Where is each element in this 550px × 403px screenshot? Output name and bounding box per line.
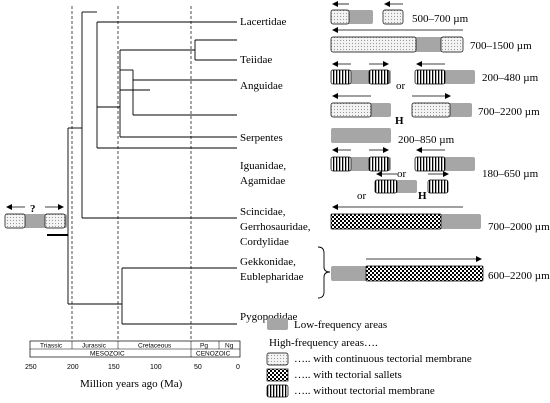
legend-continuous: ….. with continuous tectorial membrane (294, 353, 472, 365)
time-gridlines (71, 6, 192, 340)
or-connector: or (396, 80, 406, 92)
tick-50: 50 (194, 364, 202, 371)
period-pg: Pg (200, 343, 208, 350)
tick-100: 100 (150, 364, 162, 371)
papilla-gekkonidae: 600–2200 µm (317, 246, 550, 299)
papilla-teiidae: 700–1500 µm (330, 27, 532, 53)
size-serpentes: 200–850 µm (398, 134, 455, 146)
period-ng: Ng (225, 343, 234, 350)
era-cenozoic: CENOZOIC (196, 351, 231, 358)
legend-swatch-sallets (266, 368, 289, 382)
taxon-scincidae: Scincidae, (240, 206, 286, 218)
taxon-gekkonidae: Gekkonidae, (240, 256, 296, 268)
taxon-gerrhosauridae: Gerrhosauridae, (240, 221, 311, 233)
taxon-eublepharidae: Eublepharidae (240, 271, 304, 283)
period-triassic: Triassic (40, 343, 63, 350)
papilla-lacertidae: 500–700 µm (330, 1, 469, 25)
taxon-agamidae: Agamidae (240, 175, 285, 187)
or-connector: or (397, 168, 407, 180)
size-anguidae-b: 700–2200 µm (478, 106, 540, 118)
legend: Low-frequency areas High-frequency areas… (266, 318, 472, 398)
geologic-timescale: Triassic Jurassic Cretaceous Pg Ng MESOZ… (25, 340, 241, 390)
legend-swatch-continuous (266, 352, 289, 366)
phylogenetic-tree (47, 11, 237, 325)
legend-sallets: ….. with tectorial sallets (294, 369, 402, 381)
h-icon: H (418, 190, 427, 202)
h-icon: H (395, 115, 404, 127)
ancestral-papilla: ? (4, 203, 67, 229)
size-teiidae: 700–1500 µm (470, 40, 532, 52)
legend-swatch-low (267, 318, 288, 330)
tick-0: 0 (236, 364, 240, 371)
legend-high-title: High-frequency areas…. (269, 337, 378, 349)
papilla-serpentes: 200–850 µm (331, 128, 455, 146)
papilla-iguanidae: or or H 180–650 µm (330, 147, 539, 202)
taxon-lacertidae: Lacertidae (240, 16, 287, 28)
papilla-anguidae: or 200–480 µm H 700–2200 µm (330, 61, 540, 127)
size-scincidae: 700–2000 µm (488, 221, 550, 233)
era-mesozoic: MESOZOIC (90, 351, 125, 358)
size-iguanidae: 180–650 µm (482, 168, 539, 180)
tick-150: 150 (108, 364, 120, 371)
brace-icon (317, 246, 331, 299)
taxon-serpentes: Serpentes (240, 132, 283, 144)
tick-250: 250 (25, 364, 37, 371)
taxon-labels: Lacertidae Teiidae Anguidae Serpentes Ig… (240, 16, 311, 323)
period-jurassic: Jurassic (82, 343, 107, 350)
taxon-cordylidae: Cordylidae (240, 236, 289, 248)
axis-label: Million years ago (Ma) (80, 378, 183, 390)
tick-200: 200 (67, 364, 79, 371)
size-lacertidae: 500–700 µm (412, 13, 469, 25)
or-connector: or (357, 190, 367, 202)
taxon-iguanidae: Iguanidae, (240, 160, 286, 172)
taxon-anguidae: Anguidae (240, 80, 283, 92)
legend-low: Low-frequency areas (294, 319, 387, 331)
period-cretaceous: Cretaceous (138, 343, 172, 350)
question-mark: ? (30, 203, 36, 215)
size-gekkonidae: 600–2200 µm (488, 270, 550, 282)
legend-swatch-without (266, 384, 289, 398)
size-anguidae-a: 200–480 µm (482, 72, 539, 84)
papilla-scincidae: 700–2000 µm (330, 204, 550, 233)
legend-without: ….. without tectorial membrane (294, 385, 435, 397)
taxon-teiidae: Teiidae (240, 54, 272, 66)
